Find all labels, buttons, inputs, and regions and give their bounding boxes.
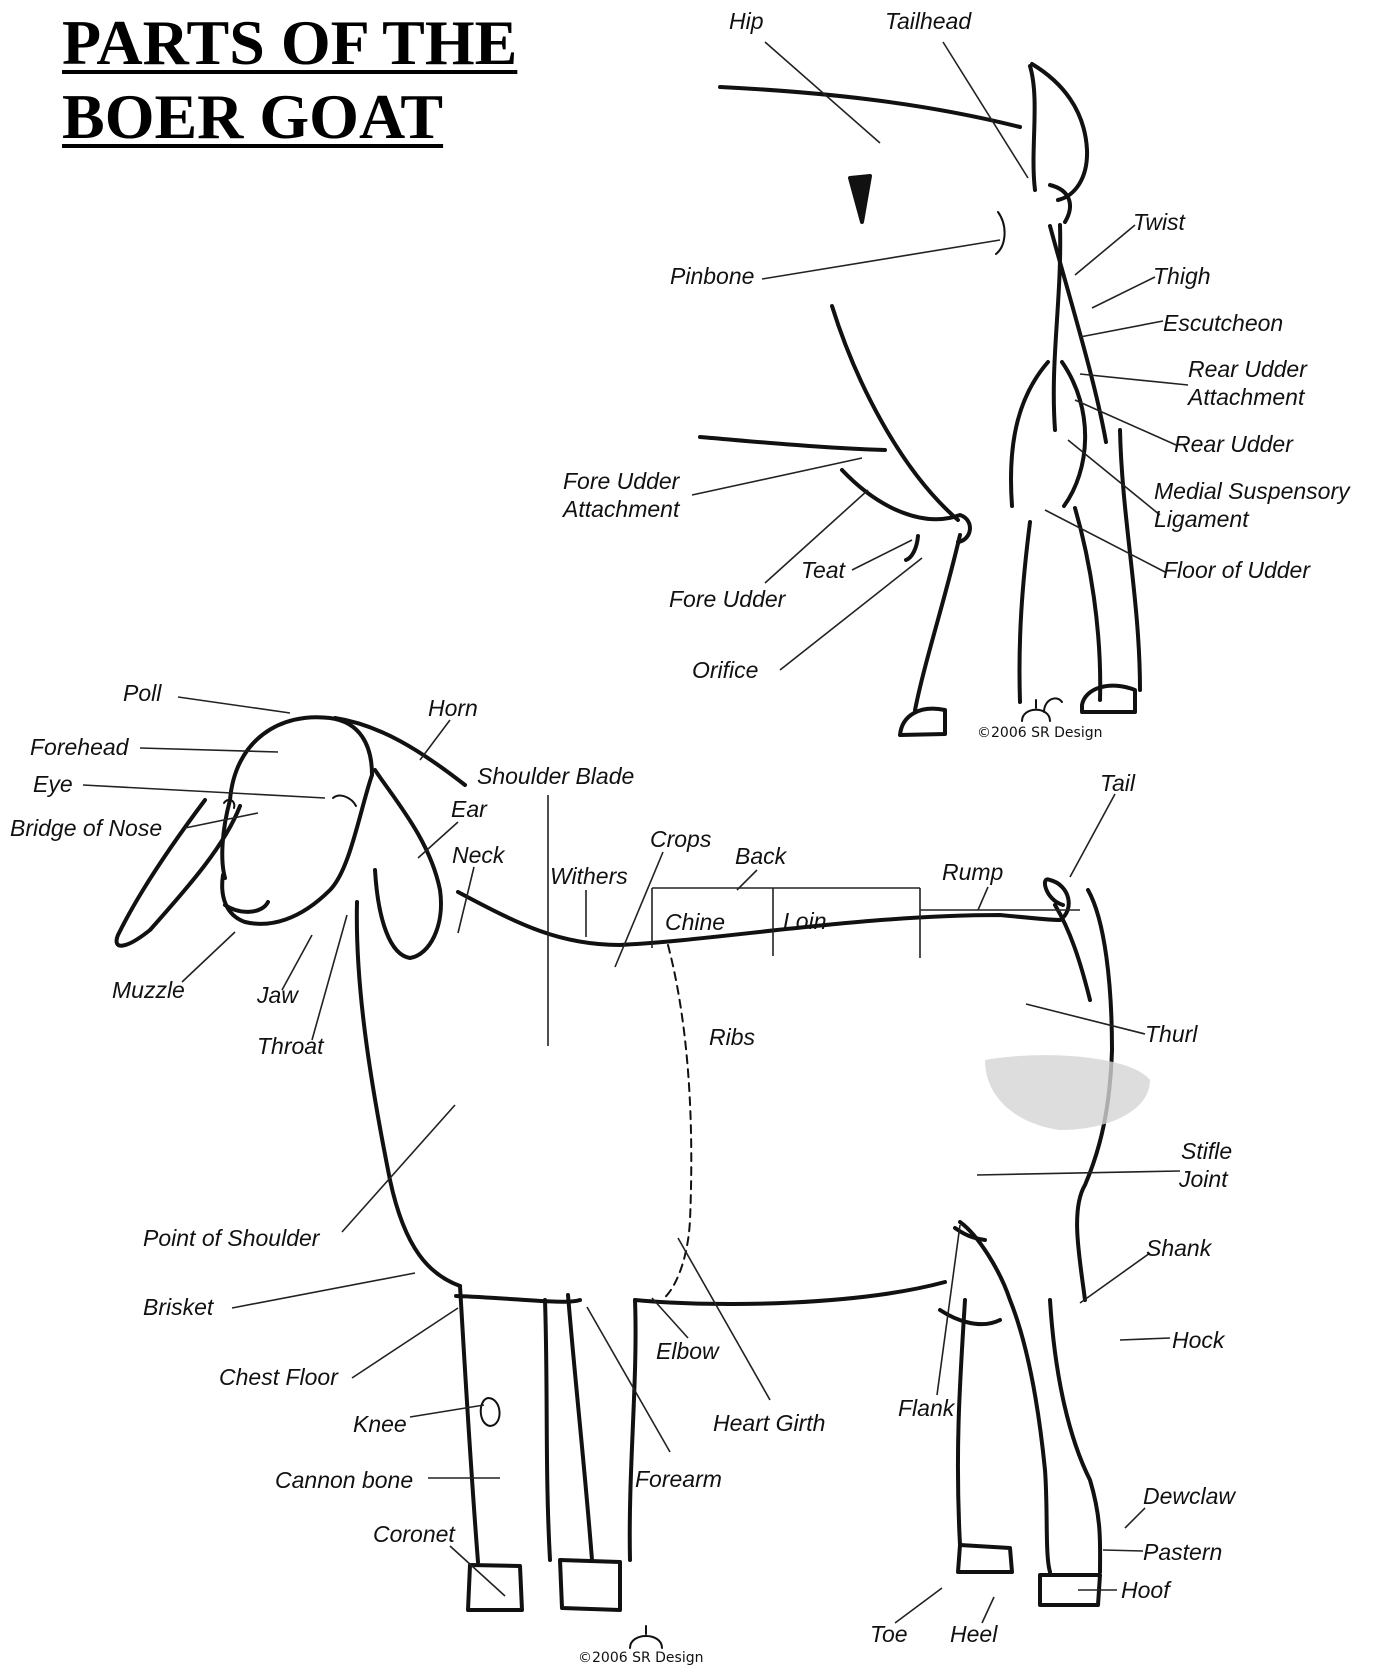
label-elbow: Elbow	[656, 1338, 719, 1364]
leader-chest-floor	[352, 1308, 458, 1378]
leader-muzzle	[182, 932, 235, 982]
label-bridge-of-nose: Bridge of Nose	[10, 815, 162, 841]
leader-rump	[978, 887, 988, 910]
label-pinbone: Pinbone	[670, 263, 754, 289]
label-medial-suspensory-line1: Medial Suspensory	[1154, 478, 1350, 504]
leader-escutcheon	[1080, 321, 1163, 337]
leader-knee	[410, 1405, 484, 1417]
label-escutcheon: Escutcheon	[1163, 310, 1283, 336]
label-shank: Shank	[1146, 1235, 1211, 1261]
side-credit-logo	[630, 1626, 662, 1648]
leader-toe	[895, 1588, 942, 1623]
leader-twist	[1075, 225, 1135, 275]
side-view-drawing	[117, 717, 1150, 1610]
leader-eye	[83, 785, 325, 798]
label-ribs: Ribs	[709, 1024, 755, 1050]
label-hock: Hock	[1172, 1327, 1224, 1353]
label-jaw: Jaw	[257, 982, 298, 1008]
leader-dewclaw	[1125, 1508, 1145, 1528]
rear-view-drawing	[700, 64, 1140, 735]
label-tail: Tail	[1100, 770, 1135, 796]
leader-brisket	[232, 1273, 415, 1308]
label-withers: Withers	[550, 863, 628, 889]
leader-floor-of-udder	[1045, 510, 1165, 572]
label-shoulder-blade: Shoulder Blade	[477, 763, 634, 789]
leader-poll	[178, 697, 290, 713]
leader-stifle-joint	[977, 1171, 1180, 1175]
label-throat: Throat	[257, 1033, 323, 1059]
leader-medial-suspensory	[1068, 440, 1160, 515]
leader-throat	[312, 915, 347, 1040]
label-knee: Knee	[353, 1411, 407, 1437]
label-ear: Ear	[451, 796, 487, 822]
label-pastern: Pastern	[1143, 1539, 1222, 1565]
label-forehead: Forehead	[30, 734, 128, 760]
label-horn: Horn	[428, 695, 478, 721]
label-coronet: Coronet	[373, 1521, 455, 1547]
label-rump: Rump	[942, 859, 1003, 885]
label-rear-udder-attachment-line1: Rear Udder	[1188, 356, 1307, 382]
label-twist: Twist	[1133, 209, 1185, 235]
label-teat: Teat	[801, 557, 845, 583]
rear-credit: ©2006 SR Design	[977, 725, 1102, 741]
leader-heart-girth	[678, 1238, 770, 1400]
label-back: Back	[735, 843, 786, 869]
leader-fore-udder-attachment	[692, 458, 862, 495]
label-loin: Loin	[783, 908, 826, 934]
label-fore-udder-attachment-line2: Attachment	[563, 496, 679, 522]
label-stifle-joint-line2: Joint	[1179, 1166, 1228, 1192]
label-eye: Eye	[33, 771, 73, 797]
label-tailhead: Tailhead	[885, 8, 971, 34]
label-medial-suspensory-line2: Ligament	[1154, 506, 1249, 532]
label-point-of-shoulder: Point of Shoulder	[143, 1225, 319, 1251]
label-chine: Chine	[665, 909, 725, 935]
leader-thigh	[1092, 277, 1155, 308]
leader-teat	[852, 540, 912, 570]
label-thurl: Thurl	[1145, 1021, 1197, 1047]
leader-hock	[1120, 1338, 1170, 1340]
label-hip: Hip	[729, 8, 764, 34]
leader-shank	[1080, 1253, 1150, 1303]
rear-view-leader-lines	[692, 42, 1188, 670]
leader-rear-udder	[1075, 400, 1176, 445]
label-poll: Poll	[123, 680, 161, 706]
leader-forearm	[587, 1307, 670, 1452]
label-neck: Neck	[452, 842, 504, 868]
label-muzzle: Muzzle	[112, 977, 185, 1003]
label-stifle-joint-line1: Stifle	[1181, 1138, 1232, 1164]
label-toe: Toe	[870, 1621, 908, 1647]
label-crops: Crops	[650, 826, 711, 852]
leader-forehead	[140, 748, 278, 752]
leader-tailhead	[943, 42, 1028, 178]
label-orifice: Orifice	[692, 657, 758, 683]
label-heart-girth: Heart Girth	[713, 1410, 825, 1436]
label-dewclaw: Dewclaw	[1143, 1483, 1235, 1509]
label-fore-udder: Fore Udder	[669, 586, 785, 612]
label-forearm: Forearm	[635, 1466, 722, 1492]
leader-thurl	[1026, 1004, 1145, 1034]
leader-back	[737, 870, 757, 890]
leader-pinbone	[762, 240, 1000, 279]
label-rear-udder: Rear Udder	[1174, 431, 1293, 457]
leader-rear-udder-attachment	[1080, 374, 1188, 385]
label-fore-udder-attachment-line1: Fore Udder	[563, 468, 679, 494]
label-floor-of-udder: Floor of Udder	[1163, 557, 1310, 583]
leader-tail	[1070, 794, 1115, 877]
label-flank: Flank	[898, 1395, 954, 1421]
label-thigh: Thigh	[1153, 263, 1211, 289]
label-cannon-bone: Cannon bone	[275, 1467, 413, 1493]
side-credit: ©2006 SR Design	[578, 1650, 703, 1666]
leader-horn	[420, 720, 450, 760]
label-rear-udder-attachment-line2: Attachment	[1188, 384, 1304, 410]
label-chest-floor: Chest Floor	[219, 1364, 338, 1390]
leader-pastern	[1103, 1550, 1143, 1551]
label-heel: Heel	[950, 1621, 997, 1647]
leader-heel	[982, 1597, 994, 1623]
label-brisket: Brisket	[143, 1294, 213, 1320]
label-hoof: Hoof	[1121, 1577, 1170, 1603]
